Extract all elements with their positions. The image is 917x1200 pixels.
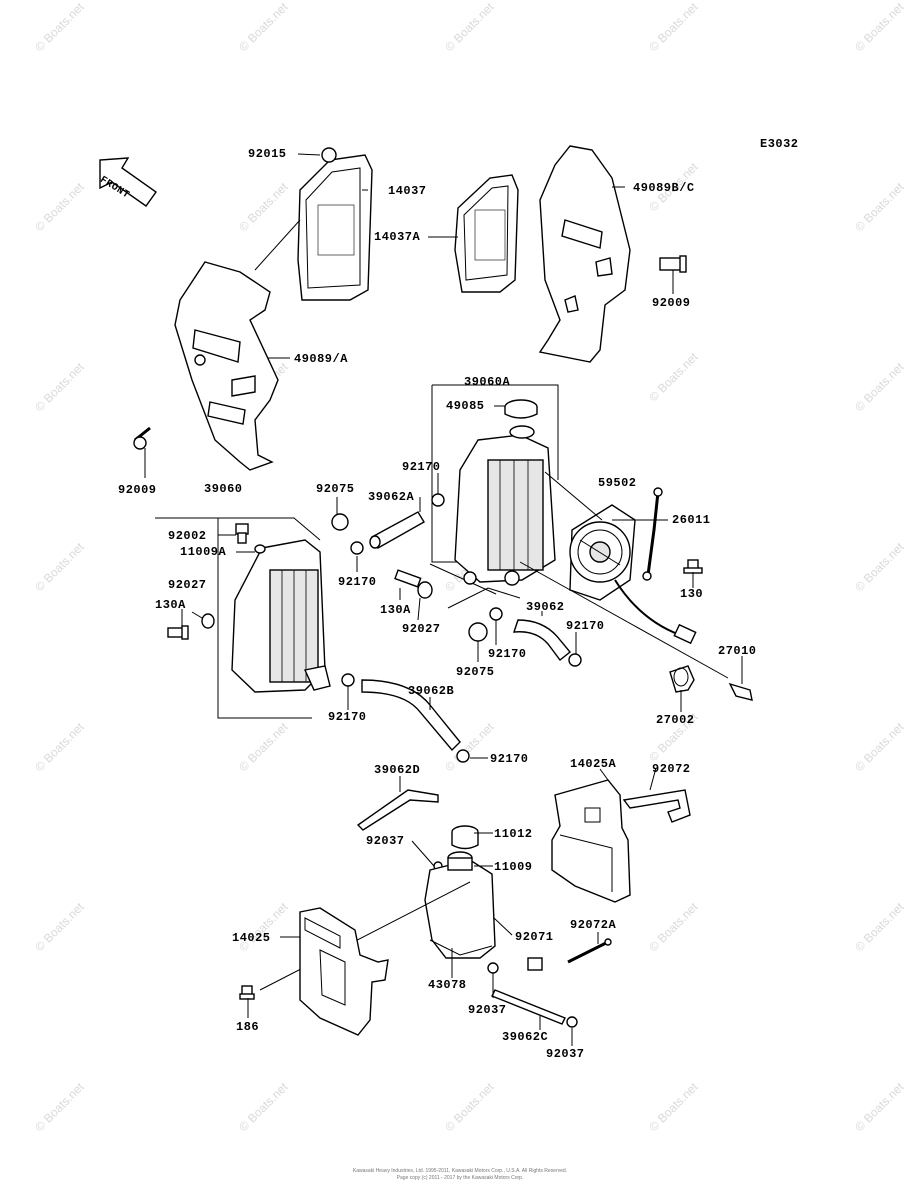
reservoir-cover-14025 bbox=[299, 907, 389, 1036]
gasket-11009A bbox=[254, 544, 266, 554]
callout-39062C[interactable]: 39062C bbox=[502, 1030, 549, 1044]
callout-92075-a[interactable]: 92075 bbox=[316, 482, 355, 496]
callout-14037[interactable]: 14037 bbox=[388, 184, 427, 198]
callout-11012[interactable]: 11012 bbox=[494, 827, 533, 841]
callout-92170-a[interactable]: 92170 bbox=[402, 460, 441, 474]
screw-92009-left bbox=[133, 426, 151, 450]
callout-39062B[interactable]: 39062B bbox=[408, 684, 455, 698]
callout-92015[interactable]: 92015 bbox=[248, 147, 287, 161]
bolt-130A-middle bbox=[394, 569, 422, 588]
grommet-92075-a bbox=[331, 513, 349, 531]
callout-49089A[interactable]: 49089/A bbox=[294, 352, 348, 366]
callout-49085[interactable]: 49085 bbox=[446, 399, 485, 413]
radiator-screen-14037A bbox=[454, 174, 519, 293]
strap-92072A bbox=[567, 938, 612, 964]
callout-92170-b[interactable]: 92170 bbox=[338, 575, 377, 589]
collar-92027-middle bbox=[417, 581, 433, 599]
bolt-130 bbox=[683, 559, 703, 574]
callout-92027-left[interactable]: 92027 bbox=[168, 578, 207, 592]
diagram-code: E3032 bbox=[760, 137, 799, 151]
callout-39062[interactable]: 39062 bbox=[526, 600, 565, 614]
callout-92037-a[interactable]: 92037 bbox=[366, 834, 405, 848]
reservoir-cover-14025A bbox=[551, 779, 631, 903]
callout-92170-e[interactable]: 92170 bbox=[328, 710, 367, 724]
callout-27002[interactable]: 27002 bbox=[656, 713, 695, 727]
callout-92009-right[interactable]: 92009 bbox=[652, 296, 691, 310]
callout-92009-left[interactable]: 92009 bbox=[118, 483, 157, 497]
callout-92170-c[interactable]: 92170 bbox=[566, 619, 605, 633]
callout-39062D[interactable]: 39062D bbox=[374, 763, 421, 777]
callout-11009-visible[interactable]: 11009 bbox=[494, 860, 533, 874]
clip-92037-c bbox=[566, 1016, 578, 1028]
callout-39060[interactable]: 39060 bbox=[204, 482, 243, 496]
callout-92072[interactable]: 92072 bbox=[652, 762, 691, 776]
clamp-92170-e bbox=[341, 673, 355, 687]
callout-27010[interactable]: 27010 bbox=[718, 644, 757, 658]
callout-92037-c[interactable]: 92037 bbox=[546, 1047, 585, 1061]
clamp-92170-a bbox=[431, 493, 445, 507]
hose-39062D bbox=[356, 789, 439, 831]
reservoir-tank-43078 bbox=[424, 851, 496, 959]
radiator-cap-49085 bbox=[504, 399, 538, 419]
leader-lines bbox=[144, 153, 743, 1046]
copyright-notice: Kawasaki Heavy Industries, Ltd. 1995-201… bbox=[340, 1168, 580, 1182]
grommet-92075-b bbox=[468, 622, 488, 642]
fan-switch-27010 bbox=[728, 682, 753, 701]
clamp-92170-b bbox=[350, 541, 364, 555]
callout-92027-middle[interactable]: 92027 bbox=[402, 622, 441, 636]
clamp-92170-c bbox=[489, 607, 503, 621]
hose-39062B bbox=[361, 679, 461, 752]
callout-39062A[interactable]: 39062A bbox=[368, 490, 415, 504]
copyright-line-1: Kawasaki Heavy Industries, Ltd. 1995-201… bbox=[352, 1168, 568, 1174]
callout-130A-middle[interactable]: 130A bbox=[380, 603, 411, 617]
callout-39060A[interactable]: 39060A bbox=[464, 375, 511, 389]
bolt-130A-left bbox=[167, 625, 189, 640]
clip-92037-b bbox=[487, 962, 499, 974]
callout-92037-b[interactable]: 92037 bbox=[468, 1003, 507, 1017]
fitting-27002 bbox=[669, 665, 695, 693]
callout-186[interactable]: 186 bbox=[236, 1020, 260, 1034]
callout-14037A[interactable]: 14037A bbox=[374, 230, 421, 244]
bolt-92009-right bbox=[659, 255, 687, 273]
shroud-49089A bbox=[174, 261, 279, 471]
callout-59502[interactable]: 59502 bbox=[598, 476, 637, 490]
wire-harness-26011 bbox=[614, 487, 697, 645]
radiator-left-39060 bbox=[231, 539, 331, 693]
callout-14025A[interactable]: 14025A bbox=[570, 757, 617, 771]
shroud-49089BC bbox=[538, 145, 631, 363]
callout-11009A[interactable]: 11009A bbox=[180, 545, 227, 559]
callout-14025[interactable]: 14025 bbox=[232, 931, 271, 945]
callout-92072A[interactable]: 92072A bbox=[570, 918, 617, 932]
callout-130[interactable]: 130 bbox=[680, 587, 704, 601]
reservoir-cap-11012 bbox=[451, 825, 479, 850]
bracket-92072 bbox=[622, 789, 691, 823]
callout-92075-b[interactable]: 92075 bbox=[456, 665, 495, 679]
callout-26011[interactable]: 26011 bbox=[672, 513, 711, 527]
hose-39062 bbox=[512, 619, 571, 661]
clamp-92170-d bbox=[568, 653, 582, 667]
grommet-92071 bbox=[527, 957, 543, 971]
callout-43078[interactable]: 43078 bbox=[428, 978, 467, 992]
fan-assembly-59502 bbox=[569, 504, 636, 601]
clamp-92170-f bbox=[456, 749, 470, 763]
collar-92027-left bbox=[201, 613, 215, 629]
radiator-screen-14037 bbox=[297, 147, 373, 301]
callout-130A-left[interactable]: 130A bbox=[155, 598, 186, 612]
callout-92071[interactable]: 92071 bbox=[515, 930, 554, 944]
callout-92002[interactable]: 92002 bbox=[168, 529, 207, 543]
radiator-right-39060A bbox=[454, 425, 556, 586]
drain-bolt-92002 bbox=[235, 523, 249, 544]
callout-92170-f[interactable]: 92170 bbox=[490, 752, 529, 766]
callout-92170-d[interactable]: 92170 bbox=[488, 647, 527, 661]
hose-39062A bbox=[369, 511, 425, 549]
front-arrow-icon bbox=[99, 157, 157, 207]
callout-49089BC[interactable]: 49089B/C bbox=[633, 181, 695, 195]
bolt-186 bbox=[239, 985, 255, 1000]
copyright-line-2: Page copy (c) 2011 - 2017 by the Kawasak… bbox=[396, 1175, 524, 1181]
